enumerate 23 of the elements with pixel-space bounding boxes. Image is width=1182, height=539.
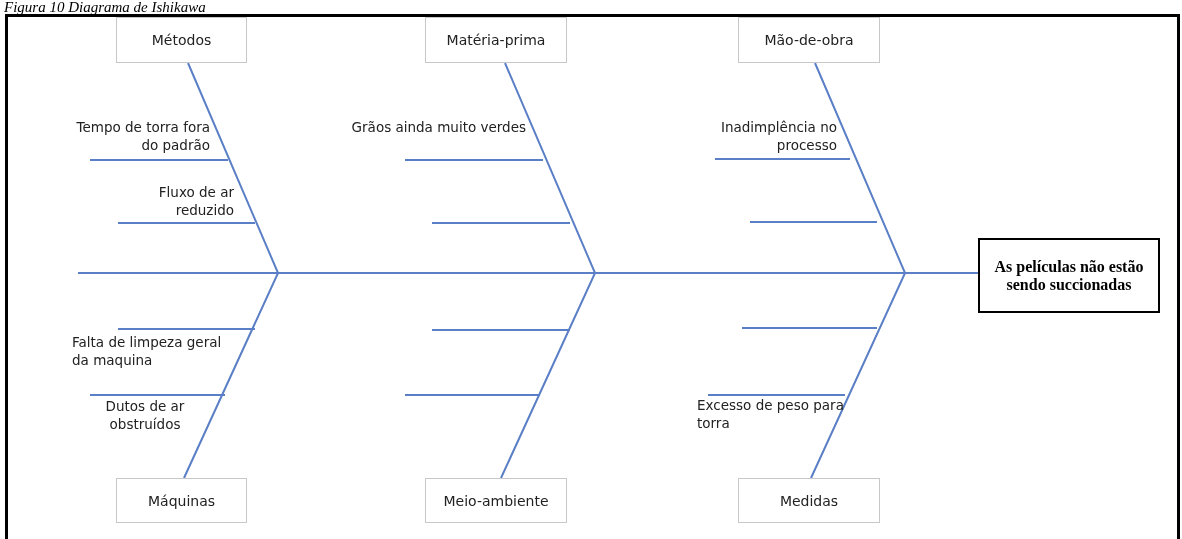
branch-line	[89, 159, 229, 161]
category-box: Métodos	[116, 17, 247, 63]
cause-label: Fluxo de ar reduzido	[110, 183, 234, 221]
category-box: Medidas	[738, 478, 880, 523]
branch-line	[404, 159, 544, 161]
cause-label: Excesso de peso para torra	[697, 396, 847, 436]
branch-line	[117, 328, 256, 330]
cause-label: Dutos de ar obstruídos	[86, 397, 204, 437]
branch-line	[89, 394, 226, 396]
category-box: Máquinas	[116, 478, 247, 523]
category-box: Mão-de-obra	[738, 17, 880, 63]
cause-label: Falta de limpeza geral da maquina	[72, 333, 237, 373]
branch-line	[707, 394, 846, 396]
cause-label: Grãos ainda muito verdes	[350, 118, 526, 158]
branch-line	[117, 222, 256, 224]
category-box: Matéria-prima	[425, 17, 567, 63]
category-box: Meio-ambiente	[425, 478, 567, 523]
branch-line	[714, 158, 851, 160]
cause-label: Tempo de torra fora do padrão	[60, 118, 210, 158]
fish-bone	[810, 272, 979, 479]
effect-box: As películas não estão sendo succionadas	[978, 238, 1160, 313]
cause-label: Inadimplência no processo	[660, 118, 837, 158]
figure-title: Figura 10 Diagrama de Ishikawa	[4, 0, 206, 15]
